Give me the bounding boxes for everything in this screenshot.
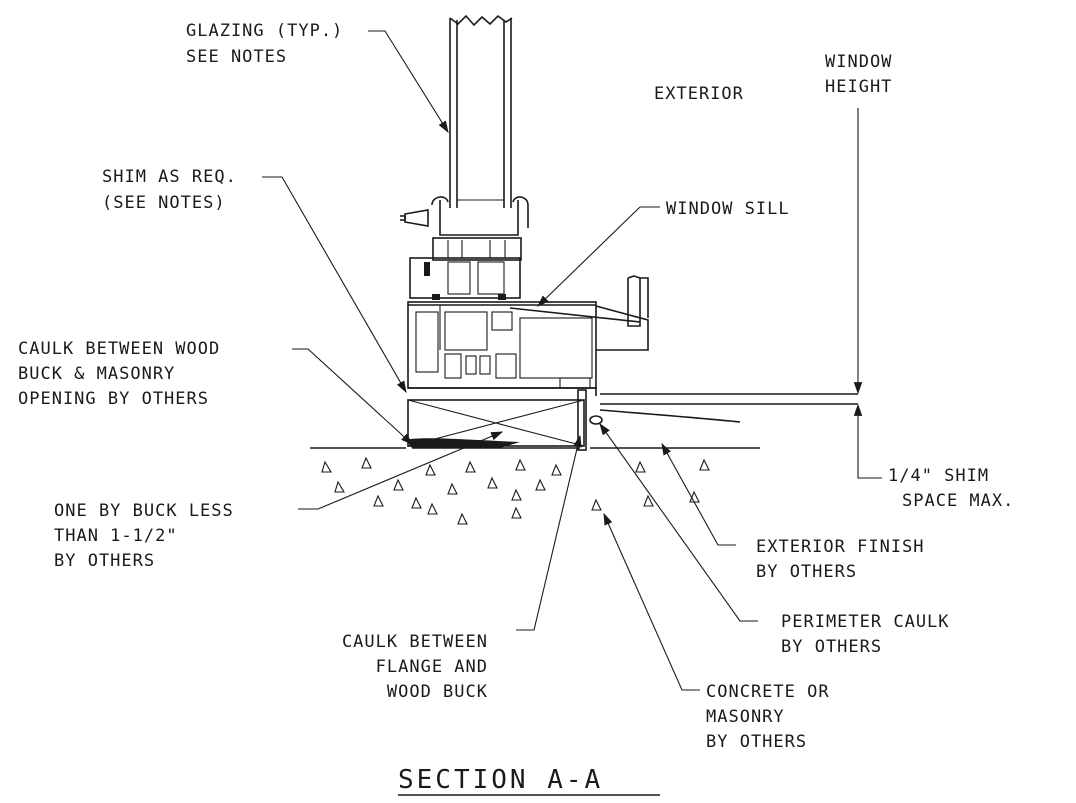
window-frame-sill xyxy=(407,275,649,396)
label-shim-2: (SEE NOTES) xyxy=(102,193,226,213)
label-flange-3: WOOD BUCK xyxy=(387,682,488,702)
label-shim-1: SHIM AS REQ. xyxy=(102,167,237,187)
label-window-sill: WINDOW SILL xyxy=(666,199,790,219)
label-caulk-wood-2: BUCK & MASONRY xyxy=(18,364,175,384)
label-concrete-1: CONCRETE OR xyxy=(706,682,830,702)
label-concrete-3: BY OTHERS xyxy=(706,732,807,752)
label-glazing-1: GLAZING (TYP.) xyxy=(186,21,343,41)
label-buck-3: BY OTHERS xyxy=(54,551,155,571)
label-shim-space-1: 1/4" SHIM xyxy=(888,466,989,486)
label-concrete-2: MASONRY xyxy=(706,707,785,727)
section-title: SECTION A-A xyxy=(398,765,603,795)
label-window-height-1: WINDOW xyxy=(825,52,892,72)
glazing-unit xyxy=(449,14,513,208)
window-height-dimension xyxy=(853,108,882,479)
exterior-finish xyxy=(599,393,858,423)
label-ext-finish-1: EXTERIOR FINISH xyxy=(756,537,925,557)
label-caulk-wood-3: OPENING BY OTHERS xyxy=(18,389,209,409)
label-shim-space-2: SPACE MAX. xyxy=(902,491,1014,511)
sash-frame xyxy=(400,196,529,300)
label-flange-1: CAULK BETWEEN xyxy=(342,632,488,652)
label-perimeter-caulk-1: PERIMETER CAULK xyxy=(781,612,950,632)
label-window-height-2: HEIGHT xyxy=(825,77,892,97)
label-buck-2: THAN 1-1/2" xyxy=(54,526,178,546)
label-flange-2: FLANGE AND xyxy=(376,657,488,677)
label-ext-finish-2: BY OTHERS xyxy=(756,562,857,582)
wood-buck xyxy=(406,389,603,451)
label-perimeter-caulk-2: BY OTHERS xyxy=(781,637,882,657)
label-buck-1: ONE BY BUCK LESS xyxy=(54,501,234,521)
masonry xyxy=(310,447,760,525)
label-glazing-2: SEE NOTES xyxy=(186,47,287,67)
label-exterior: EXTERIOR xyxy=(654,84,744,104)
leader-lines xyxy=(262,30,758,691)
label-caulk-wood-1: CAULK BETWEEN WOOD xyxy=(18,339,220,359)
